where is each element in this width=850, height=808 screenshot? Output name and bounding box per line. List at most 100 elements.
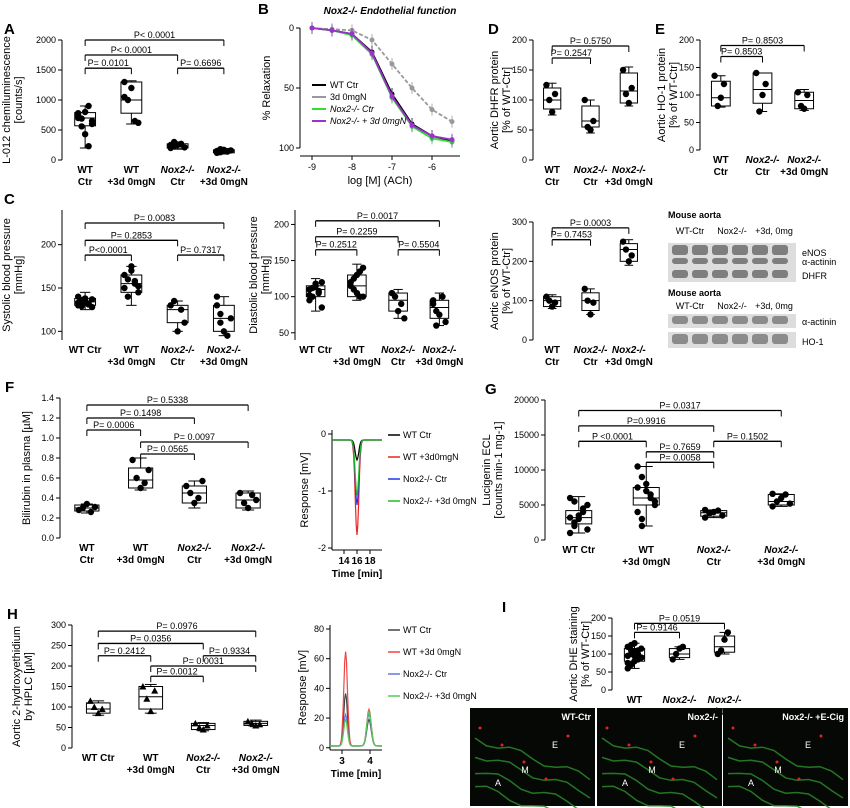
tissue-label: A	[495, 778, 501, 788]
pvalue-label: P= 0.0058	[659, 452, 700, 462]
x-category-label: +3d 0mgN	[333, 357, 381, 368]
series-point	[449, 137, 455, 143]
data-point	[124, 293, 132, 300]
data-point	[88, 296, 96, 303]
panel-letter: I	[502, 599, 506, 616]
y-tick-label: 200	[591, 613, 606, 623]
data-point	[224, 332, 231, 339]
data-point	[579, 505, 587, 512]
y-tick-label: 0	[319, 743, 324, 753]
x-category-label: Nox2-/-	[161, 345, 196, 356]
data-point	[647, 491, 654, 498]
dhe-signal	[627, 743, 631, 747]
blot-band	[692, 316, 708, 324]
data-point	[306, 297, 313, 304]
blot-band	[712, 334, 728, 344]
y-tick-label: 20	[314, 713, 324, 723]
data-point	[121, 271, 128, 279]
y-axis-label: Diastolic blood pressure	[248, 216, 260, 333]
x-tick-label: -7	[388, 162, 396, 172]
y-tick-label: 50	[684, 118, 694, 128]
data-point	[227, 315, 235, 322]
series-point	[389, 61, 395, 67]
y-tick-label: 50	[279, 328, 289, 338]
blot-band	[752, 258, 768, 264]
box	[166, 304, 189, 324]
legend-label: WT Ctr	[403, 430, 431, 440]
data-point	[87, 508, 95, 516]
data-point	[306, 292, 313, 299]
x-category-label: Nox2-/-	[708, 695, 743, 706]
data-point	[170, 297, 178, 305]
y-tick-label: 0.0	[41, 533, 54, 543]
box	[632, 487, 660, 506]
blot-band	[732, 258, 748, 264]
data-point	[622, 90, 630, 98]
data-point	[720, 80, 728, 88]
data-point	[124, 276, 132, 283]
elastic-lamina	[727, 737, 844, 781]
data-point	[794, 89, 802, 96]
x-category-label: WT	[713, 155, 729, 166]
y-axis-label: by HPLC [µM]	[23, 652, 35, 721]
data-point	[135, 289, 142, 296]
pvalue-label: P= 0.2412	[104, 646, 145, 656]
data-point	[131, 277, 139, 285]
y-axis-label: L-012 chemiluminescence	[1, 36, 13, 164]
y-tick-label: 60	[314, 654, 324, 664]
y-axis-label: Response [mV]	[297, 650, 309, 725]
data-point	[350, 275, 357, 282]
chromatogram-trace	[330, 712, 382, 747]
y-tick-label: 50	[56, 723, 66, 733]
x-category-label: Nox2-/-	[207, 165, 242, 176]
y-tick-label: 0.6	[41, 473, 54, 483]
data-point	[590, 299, 597, 306]
y-axis-label: Systolic blood pressure	[1, 218, 13, 332]
pvalue-label: P= 0.9334	[209, 646, 250, 656]
data-point	[643, 480, 650, 488]
y-tick-label: 1.2	[41, 413, 54, 423]
legend-label: Nox2-/- Ctr	[403, 669, 447, 679]
data-point	[78, 303, 85, 310]
data-point	[634, 508, 641, 516]
data-point	[551, 299, 559, 306]
y-tick-label: 2000	[36, 35, 56, 45]
x-category-label: Ctr	[583, 357, 598, 368]
pvalue-label: P= 0.8503	[721, 47, 762, 57]
data-point	[135, 283, 142, 290]
blot-lane-label: WT-Ctr	[676, 301, 705, 311]
box	[713, 635, 736, 653]
blot-band	[672, 316, 688, 324]
y-tick-label: 80	[314, 624, 324, 634]
data-point	[256, 720, 264, 728]
y-tick-label: 0	[61, 743, 66, 753]
tissue-label: M	[521, 765, 529, 775]
x-category-label: WT	[124, 165, 140, 176]
data-point	[724, 629, 732, 636]
data-point	[81, 108, 89, 116]
y-tick-label: 100	[279, 143, 294, 153]
data-point	[769, 503, 776, 510]
y-tick-label: 0	[321, 429, 326, 439]
data-point	[128, 84, 135, 92]
y-tick-label: -1	[318, 486, 326, 496]
pvalue-label: P= 0.0101	[88, 58, 129, 68]
series-point	[389, 93, 395, 99]
micro-image	[597, 708, 722, 806]
panel-letter: C	[4, 191, 15, 208]
data-point	[638, 645, 645, 652]
x-tick-label: -6	[428, 162, 436, 172]
data-point	[151, 687, 159, 694]
y-tick-label: 50	[284, 83, 294, 93]
data-point	[86, 697, 94, 704]
data-point	[88, 120, 96, 128]
pvalue-label: P= 0.1502	[727, 431, 768, 441]
data-point	[203, 721, 211, 729]
elastic-lamina	[474, 772, 578, 808]
x-category-label: Ctr	[545, 177, 560, 188]
legend-label: Nox2-/- +3d 0mgN	[403, 496, 477, 506]
y-axis-label: [% of WT-Ctr]	[668, 62, 680, 128]
